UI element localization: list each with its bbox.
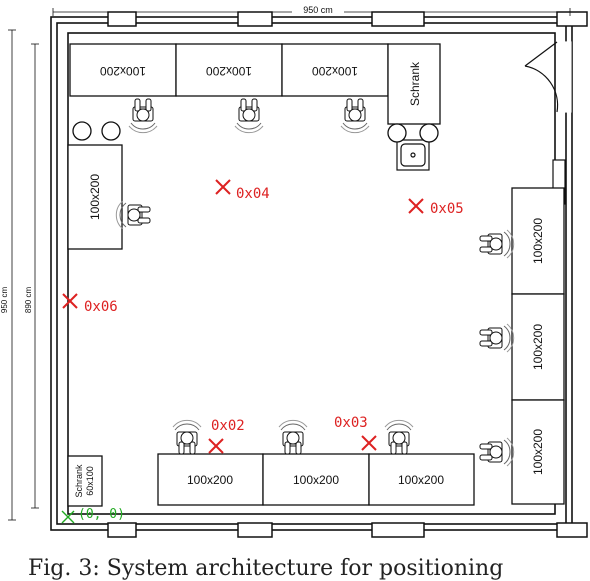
bottom-table-3-label: 100x200: [398, 473, 444, 487]
marker-0x02-label: 0x02: [211, 418, 245, 434]
cabinet-top-right: [387, 43, 441, 125]
marker-0x03-cross: [361, 435, 377, 451]
windows-bottom: [107, 522, 588, 538]
stools: [72, 121, 439, 143]
right-table-3-label: 100x200: [531, 429, 545, 475]
cabinet-top-right-label: Schrank: [408, 61, 422, 106]
chair-with-person-icon: [128, 98, 158, 134]
chair-with-person-icon: [479, 323, 515, 353]
marker-0x06-cross: [62, 293, 78, 309]
marker-0x02-cross: [208, 438, 224, 454]
chair-with-person-icon: [278, 419, 308, 455]
marker-0x04-cross: [215, 179, 231, 195]
height-outer-dimension-label: 950 cm: [0, 287, 9, 314]
cabinet-bottom-left-label-1: Schrank: [74, 464, 84, 498]
cabinet-bottom-left: [67, 455, 103, 507]
marker-0x06-label: 0x06: [84, 299, 118, 315]
top-tables: [69, 43, 389, 97]
chair-with-person-icon: [384, 419, 414, 455]
right-tables: [511, 187, 565, 505]
chair-with-person-icon: [479, 229, 515, 259]
windows-top: [107, 11, 588, 27]
origin-marker: [61, 510, 75, 524]
door: [524, 41, 572, 113]
chair-with-person-icon: [234, 98, 264, 134]
cabinet-bottom-left-label-2: 60x100: [85, 466, 95, 496]
right-table-1-label: 100x200: [531, 218, 545, 264]
chair-with-person-icon: [340, 98, 370, 134]
top-table-3-label: 100x200: [312, 64, 358, 78]
position-markers: [62, 179, 424, 454]
figure-caption: Fig. 3: System architecture for position…: [28, 556, 504, 581]
top-table-1-label: 100x200: [100, 64, 146, 78]
width-dimension-label: 950 cm: [303, 5, 333, 15]
left-table: [67, 144, 123, 250]
right-table-2-label: 100x200: [531, 324, 545, 370]
marker-0x04-label: 0x04: [236, 186, 270, 202]
bottom-tables: [157, 453, 475, 506]
marker-0x05-label: 0x05: [430, 201, 464, 217]
chairs: [115, 98, 515, 467]
sink: [396, 139, 430, 171]
left-table-label: 100x200: [88, 174, 102, 220]
bottom-table-1-label: 100x200: [187, 473, 233, 487]
chair-with-person-icon: [479, 437, 515, 467]
bottom-table-2-label: 100x200: [293, 473, 339, 487]
marker-0x05-cross: [408, 198, 424, 214]
height-inner-dimension-label: 890 cm: [24, 287, 33, 314]
chair-with-person-icon: [172, 419, 202, 455]
marker-0x03-label: 0x03: [334, 415, 368, 431]
origin-label: (0, 0): [78, 507, 125, 522]
top-table-2-label: 100x200: [206, 64, 252, 78]
chair-with-person-icon: [115, 200, 151, 230]
